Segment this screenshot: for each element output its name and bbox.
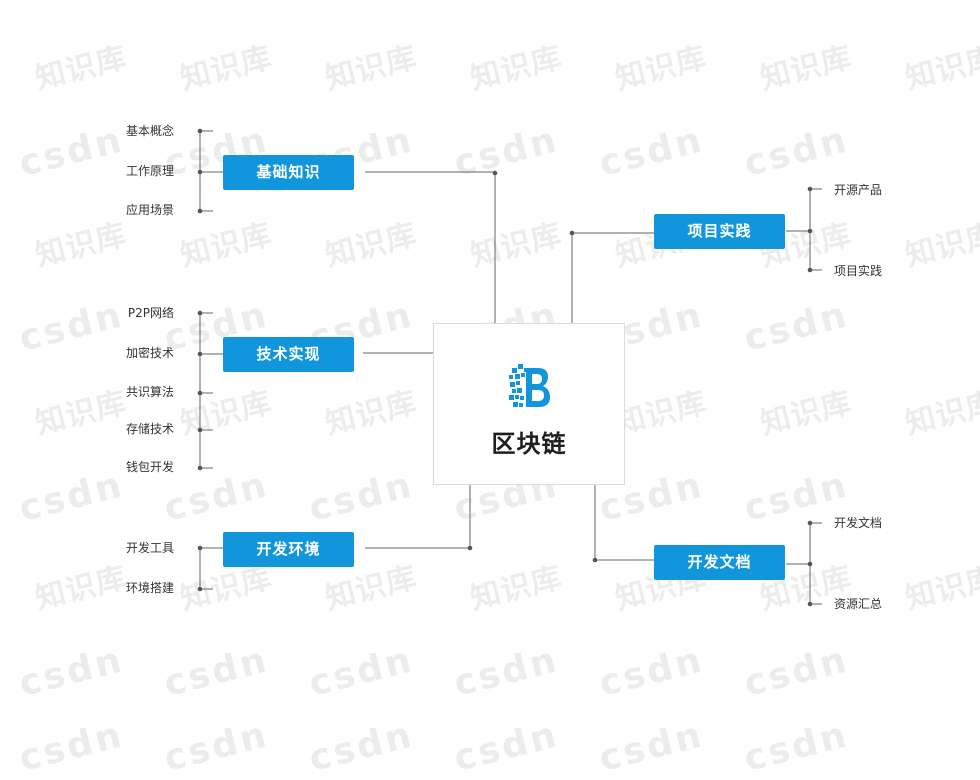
leaf-encryption[interactable]: 加密技术 [125, 346, 174, 360]
leaf-resources[interactable]: 资源汇总 [834, 597, 883, 611]
leaf-wallet-dev[interactable]: 钱包开发 [125, 460, 174, 474]
topic-tech[interactable]: 技术实现 [223, 337, 354, 372]
leaf-open-source[interactable]: 开源产品 [834, 183, 883, 197]
leaf-project-practice[interactable]: 项目实践 [834, 264, 883, 278]
leaf-dev-docs[interactable]: 开发文档 [834, 516, 883, 530]
leaf-consensus[interactable]: 共识算法 [125, 385, 174, 399]
leaf-p2p-network[interactable]: P2P网络 [127, 306, 174, 320]
leaf-env-setup[interactable]: 环境搭建 [125, 581, 174, 595]
topic-docs[interactable]: 开发文档 [654, 545, 785, 580]
topic-basics[interactable]: 基础知识 [223, 155, 354, 190]
leaf-dev-tools[interactable]: 开发工具 [125, 541, 174, 555]
blockchain-b-icon [509, 364, 550, 407]
connector-lines [197, 128, 822, 607]
topic-env[interactable]: 开发环境 [223, 532, 354, 567]
leaf-use-cases[interactable]: 应用场景 [125, 203, 174, 217]
central-node-label: 区块链 [491, 430, 567, 458]
leaf-basic-concepts[interactable]: 基本概念 [125, 124, 174, 138]
central-node[interactable]: 区块链 [433, 323, 625, 485]
topic-project[interactable]: 项目实践 [654, 214, 785, 249]
leaf-storage[interactable]: 存储技术 [125, 422, 174, 436]
leaf-working-principle[interactable]: 工作原理 [125, 164, 174, 178]
